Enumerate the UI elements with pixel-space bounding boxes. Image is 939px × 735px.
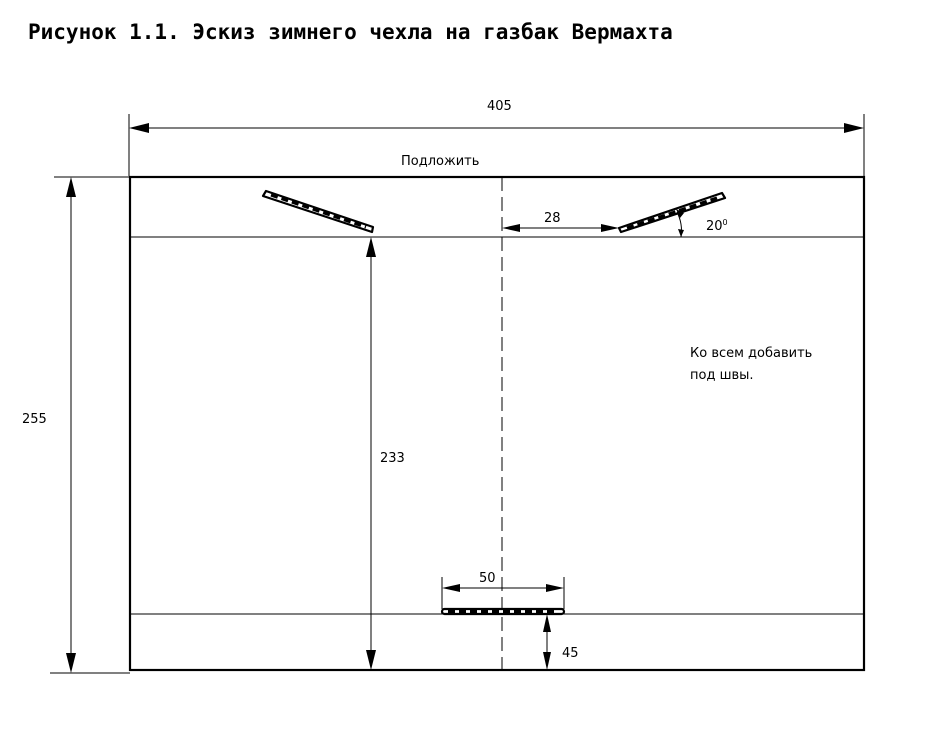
- bottom-slot: [440, 607, 566, 616]
- left-slot: [261, 189, 375, 234]
- overall-height-dimension: 255: [22, 176, 130, 674]
- slot-row-height-label: 233: [380, 451, 405, 466]
- bottom-slot-offset-dimension: 45: [543, 614, 579, 670]
- overall-width-label: 405: [487, 99, 512, 114]
- overall-height-label: 255: [22, 412, 47, 427]
- svg-text:200: 200: [706, 218, 728, 234]
- bottom-slot-offset-label: 45: [562, 646, 579, 661]
- note-line-1: Ко всем добавить: [690, 346, 812, 361]
- top-label: Подложить: [401, 154, 479, 169]
- slot-offset-label: 28: [544, 211, 561, 226]
- angle-unit-label: 0: [723, 218, 728, 227]
- slot-angle-dimension: 200: [676, 209, 728, 238]
- right-slot: [617, 191, 727, 234]
- slot-offset-dimension: 28: [502, 211, 619, 232]
- slot-angle-label: 20: [706, 219, 723, 234]
- figure-title: Рисунок 1.1. Эскиз зимнего чехла на газб…: [28, 20, 673, 44]
- bottom-slot-length-dimension: 50: [441, 571, 565, 609]
- slot-row-height-dimension: 233: [366, 237, 405, 670]
- note-line-2: под швы.: [690, 368, 754, 383]
- overall-width-dimension: 405: [128, 99, 865, 176]
- cover-outline: [128, 175, 866, 672]
- bottom-slot-length-label: 50: [479, 571, 496, 586]
